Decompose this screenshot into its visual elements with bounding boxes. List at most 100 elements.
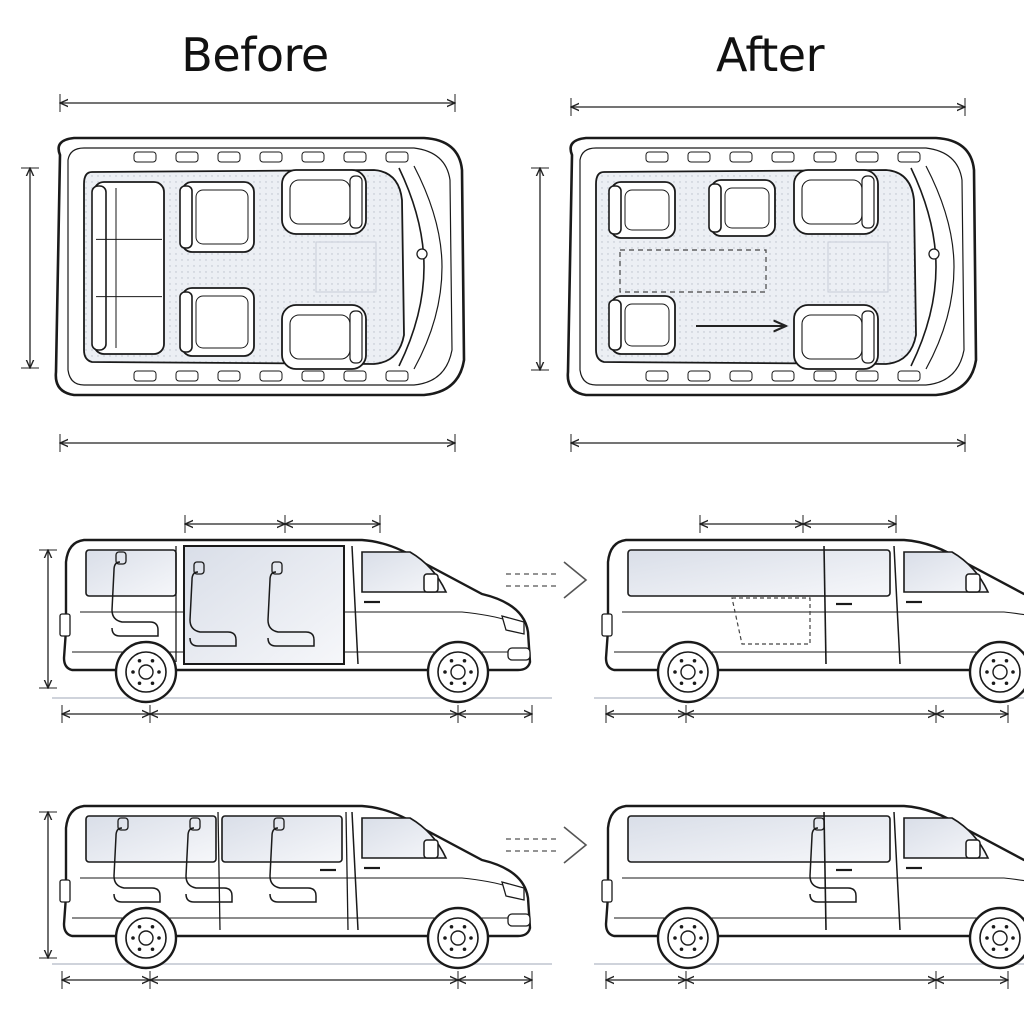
roof-rail-mount (259, 151, 283, 163)
roof-rail-mount (217, 370, 241, 382)
lug-nut (150, 947, 155, 952)
hub (138, 930, 154, 946)
side-mirror (423, 839, 439, 859)
roof-rail-mount (385, 370, 409, 382)
lug-nut (679, 681, 684, 686)
roof-rail-mount (175, 151, 199, 163)
roof-rail-mount (855, 151, 879, 163)
roof-rail-mount (301, 370, 325, 382)
dashboard-area (827, 241, 889, 293)
tail-light (601, 879, 613, 903)
hub (450, 930, 466, 946)
front-seat-back (861, 310, 875, 364)
roof-rail-mount (133, 370, 157, 382)
roof-rail-mount (133, 151, 157, 163)
lug-nut (1004, 947, 1009, 952)
roof-rail-mount (385, 151, 409, 163)
side-seat (111, 551, 159, 637)
headlight (501, 615, 525, 635)
front-bumper (507, 913, 531, 927)
windshield (398, 167, 425, 367)
roof-rail-mount (301, 151, 325, 163)
seat-inner (724, 187, 770, 229)
seat (179, 181, 255, 253)
hub (992, 664, 1008, 680)
lug-nut (131, 936, 135, 940)
lug-nut (462, 924, 467, 929)
wheel (968, 640, 1024, 704)
hub (680, 664, 696, 680)
seat (608, 181, 676, 239)
rear-window (85, 815, 217, 863)
roof-rail-mount (813, 370, 837, 382)
side-seat (269, 817, 317, 903)
roof-rail-mount (771, 151, 795, 163)
roof-rail-mount (343, 370, 367, 382)
seat-backrest (608, 185, 622, 235)
lug-nut (985, 670, 989, 674)
seat (708, 179, 776, 237)
panel-window (627, 815, 891, 863)
roof-rail-mount (771, 370, 795, 382)
seat-backrest (179, 185, 193, 249)
headrest (117, 817, 129, 831)
side-seat (189, 561, 237, 647)
top-view-after (531, 98, 978, 452)
lug-nut (1011, 670, 1015, 674)
windshield (910, 167, 937, 367)
lug-nut (679, 658, 684, 663)
side-view-before-2 (39, 804, 552, 989)
door-seam (345, 811, 349, 931)
lug-nut (1004, 924, 1009, 929)
wheel (114, 906, 178, 970)
belt-line (622, 611, 1024, 616)
lug-nut (679, 924, 684, 929)
seat-inner (195, 189, 249, 245)
panel-window (627, 549, 891, 597)
lug-nut (692, 924, 697, 929)
front-door-seam (351, 545, 359, 665)
seat-outline (267, 571, 315, 647)
lug-nut (991, 658, 996, 663)
roof-rail-mount (729, 151, 753, 163)
wheel (656, 640, 720, 704)
middle-window (221, 815, 343, 863)
hood-line (925, 165, 955, 370)
wheel (114, 640, 178, 704)
seat-inner (624, 189, 670, 231)
wheel (968, 906, 1024, 970)
roof-rail-mount (687, 370, 711, 382)
lug-nut (692, 947, 697, 952)
lug-nut (692, 658, 697, 663)
rear-window (85, 549, 177, 597)
front-door-seam (893, 811, 901, 931)
belt-line (622, 877, 1024, 882)
wheel (426, 906, 490, 970)
door-seam (823, 811, 827, 931)
roof-rail-mount (687, 151, 711, 163)
front-seat-base (281, 169, 367, 235)
side-mirror (965, 573, 981, 593)
hub (450, 664, 466, 680)
lug-nut (991, 924, 996, 929)
bench-seat (91, 181, 165, 355)
roof-rail-mount (897, 151, 921, 163)
seat-inner (195, 295, 249, 349)
seat-backrest (179, 291, 193, 353)
seat-outline (111, 561, 159, 637)
wheel (426, 640, 490, 704)
roof-rail-mount (897, 370, 921, 382)
removed-seat-outline (731, 597, 811, 645)
arrow-head-icon (563, 826, 588, 864)
front-seat-base (281, 304, 367, 370)
seat-outline (809, 827, 857, 903)
lug-nut (469, 936, 473, 940)
lug-nut (673, 936, 677, 940)
lug-nut (131, 670, 135, 674)
seat-outline (269, 827, 317, 903)
lug-nut (679, 947, 684, 952)
mirror-icon (928, 248, 940, 260)
lug-nut (692, 681, 697, 686)
lug-nut (137, 924, 142, 929)
